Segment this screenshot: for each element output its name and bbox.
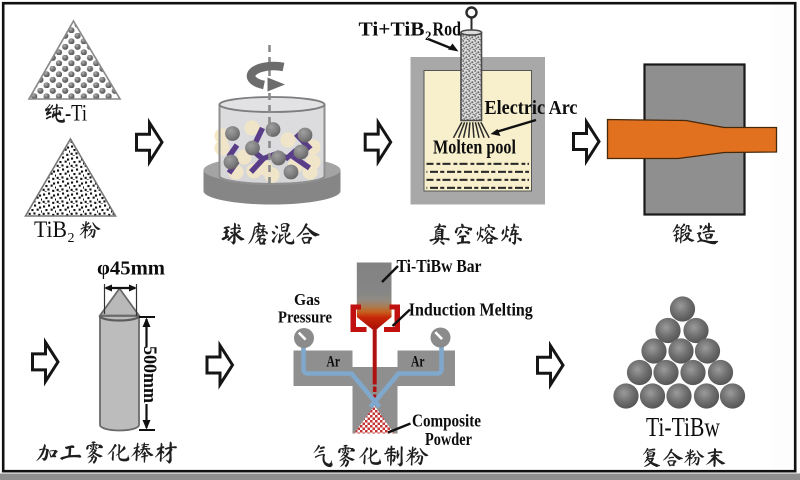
svg-text:Molten pool: Molten pool (433, 138, 516, 159)
svg-text:500mm: 500mm (139, 346, 159, 404)
svg-text:Ti-TiBw Bar: Ti-TiBw Bar (397, 256, 482, 276)
svg-text:Pressure: Pressure (278, 308, 332, 327)
svg-text:-Ti: -Ti (65, 101, 87, 126)
svg-text:Ti+TiB: Ti+TiB (359, 19, 425, 41)
svg-text:Ti-TiBw: Ti-TiBw (646, 412, 720, 442)
svg-text:Ar: Ar (411, 354, 425, 371)
svg-text:Composite: Composite (412, 411, 481, 431)
svg-text:φ45mm: φ45mm (97, 259, 165, 280)
svg-text:Induction Melting: Induction Melting (409, 300, 533, 320)
svg-text:2: 2 (425, 28, 432, 43)
svg-text:Gas: Gas (294, 290, 321, 309)
svg-text:TiB: TiB (34, 217, 67, 242)
svg-text:Rod: Rod (433, 19, 462, 41)
svg-text:2: 2 (68, 231, 75, 246)
svg-text:Ar: Ar (327, 354, 341, 371)
svg-text:Electric Arc: Electric Arc (485, 98, 578, 119)
svg-text:Powder: Powder (425, 429, 472, 449)
